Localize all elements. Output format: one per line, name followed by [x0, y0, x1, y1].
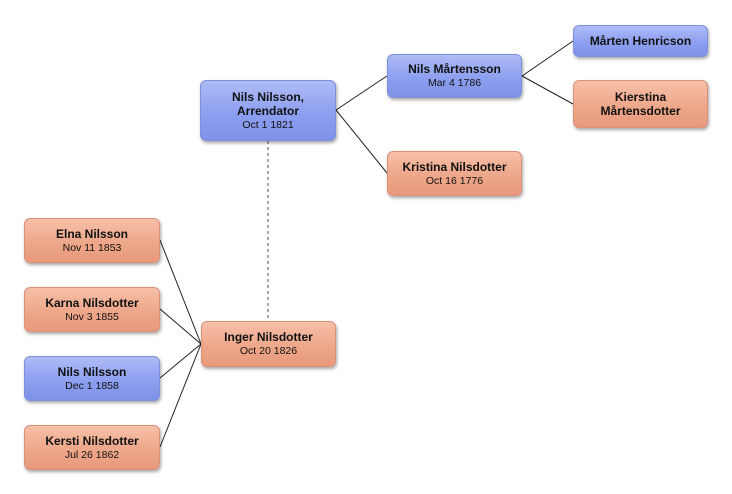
- person-kierstina-martensdotter[interactable]: Kierstina Mårtensdotter: [573, 80, 708, 128]
- person-date: Oct 16 1776: [425, 174, 484, 187]
- person-name: Nils Nilsson: [57, 364, 127, 379]
- parent-link-kristina-nilsdotter: [335, 109, 388, 174]
- person-date: Dec 1 1858: [65, 379, 119, 392]
- person-date: Mar 4 1786: [427, 77, 482, 89]
- person-date: Nov 11 1853: [62, 241, 122, 254]
- person-nils-nilsson[interactable]: Nils Nilsson Dec 1 1858: [24, 356, 160, 401]
- person-name: Mårten Henricson: [589, 34, 692, 48]
- person-marten-henricson[interactable]: Mårten Henricson: [573, 25, 708, 57]
- person-name: Inger Nilsdotter: [224, 330, 313, 344]
- parent-link-kierstina-martensdotter: [521, 75, 574, 105]
- person-date: Oct 20 1826: [239, 345, 298, 357]
- person-name: Nils Nilsson, Arrendator: [231, 89, 305, 118]
- person-date: Oct 1 1821: [242, 118, 294, 131]
- person-inger-nilsdotter[interactable]: Inger Nilsdotter Oct 20 1826: [201, 321, 336, 367]
- person-name: Kristina Nilsdotter: [402, 159, 507, 174]
- person-kersti-nilsdotter[interactable]: Kersti Nilsdotter Jul 26 1862: [24, 425, 160, 470]
- person-name: Kierstina Mårtensdotter: [600, 90, 681, 118]
- person-date: Nov 3 1855: [65, 310, 119, 323]
- person-name: Karna Nilsdotter: [45, 295, 139, 310]
- person-name: Kersti Nilsdotter: [45, 433, 139, 448]
- person-name: Elna Nilsson: [55, 226, 129, 241]
- person-name: Nils Mårtensson: [408, 62, 501, 76]
- person-nils-martensson[interactable]: Nils Mårtensson Mar 4 1786: [387, 54, 522, 98]
- person-kristina-nilsdotter[interactable]: Kristina Nilsdotter Oct 16 1776: [387, 151, 522, 196]
- parent-link-marten-henricson: [521, 40, 574, 77]
- child-link-kersti: [159, 343, 202, 448]
- parent-link-nils-martensson: [335, 75, 388, 111]
- person-karna-nilsdotter[interactable]: Karna Nilsdotter Nov 3 1855: [24, 287, 160, 332]
- child-link-nils: [159, 343, 202, 379]
- person-elna-nilsson[interactable]: Elna Nilsson Nov 11 1853: [24, 218, 160, 263]
- child-link-karna: [159, 308, 202, 345]
- child-link-elna: [159, 239, 202, 345]
- person-date: Jul 26 1862: [64, 448, 120, 461]
- person-nils-nilsson-arrendator[interactable]: Nils Nilsson, Arrendator Oct 1 1821: [200, 80, 336, 141]
